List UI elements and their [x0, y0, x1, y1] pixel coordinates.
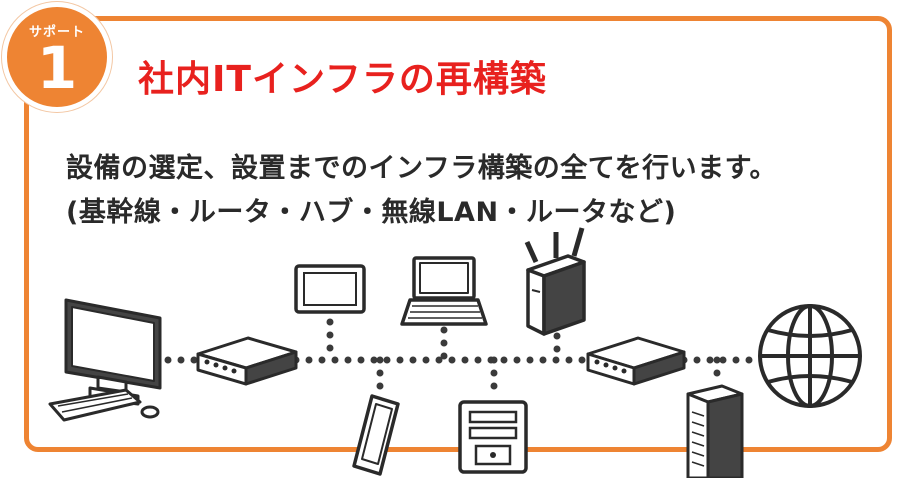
tablet-icon: [294, 264, 366, 314]
laptop-icon: [400, 256, 488, 326]
wireless-router-icon: [524, 227, 586, 336]
globe-internet-icon: [758, 304, 862, 408]
support-badge: サポート 1: [2, 2, 112, 112]
desktop-computer-icon: [48, 298, 162, 422]
section-title: 社内ITインフラの再構築: [138, 59, 547, 100]
switching-hub-icon: [196, 336, 298, 386]
badge-number: 1: [36, 34, 78, 102]
server-rack-icon: [686, 384, 744, 478]
content-frame: [24, 16, 892, 452]
router-icon: [586, 336, 686, 386]
network-links: [164, 318, 760, 402]
smartphone-icon: [352, 394, 400, 476]
description-line-2: (基幹線・ルータ・ハブ・無線LAN・ルータなど): [66, 197, 677, 228]
badge-label: サポート: [28, 25, 85, 40]
desktop-tower-icon: [458, 400, 528, 474]
description-line-1: 設備の選定、設置までのインフラ構築の全てを行います。: [66, 153, 777, 184]
